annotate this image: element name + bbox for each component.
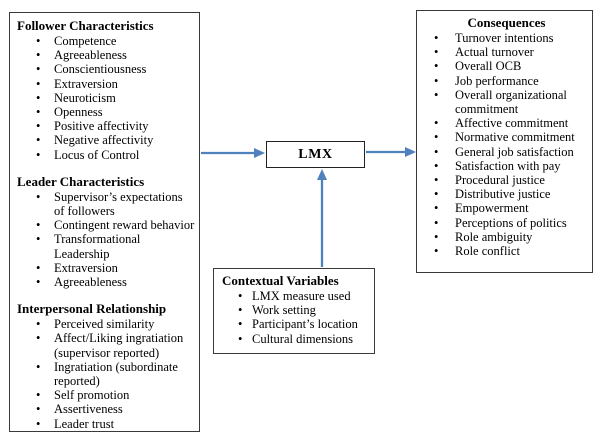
list-item: Cultural dimensions	[222, 332, 371, 346]
interpersonal-relationship-title: Interpersonal Relationship	[17, 301, 167, 317]
consequences-list: Turnover intentionsActual turnoverOveral…	[424, 31, 589, 258]
list-item: Distributive justice	[424, 187, 589, 201]
arrow-antecedents-to-lmx	[201, 148, 265, 158]
list-item: Neuroticism	[17, 91, 196, 105]
list-item: Role conflict	[424, 244, 589, 258]
arrow-lmx-to-consequences	[366, 147, 416, 157]
contextual-variables-box: Contextual Variables LMX measure usedWor…	[213, 268, 375, 354]
list-item: Overall OCB	[424, 59, 589, 73]
list-item: Extraversion	[17, 77, 196, 91]
list-item: Turnover intentions	[424, 31, 589, 45]
list-item: Extraversion	[17, 261, 196, 275]
list-item: General job satisfaction	[424, 145, 589, 159]
list-item: Empowerment	[424, 201, 589, 215]
list-item: Actual turnover	[424, 45, 589, 59]
list-item: Ingratiation (subordinate reported)	[17, 360, 196, 388]
contextual-variables-title: Contextual Variables	[222, 273, 339, 288]
list-item: Supervisor’s expectations of followers	[17, 190, 196, 218]
follower-characteristics-list: CompetenceAgreeablenessConscientiousness…	[17, 34, 196, 162]
contextual-variables-list: LMX measure usedWork settingParticipant’…	[222, 289, 371, 346]
list-item: Locus of Control	[17, 148, 196, 162]
list-item: Participant’s location	[222, 317, 371, 331]
list-item: Self promotion	[17, 388, 196, 402]
lmx-label: LMX	[298, 146, 333, 162]
list-item: Leader trust	[17, 417, 196, 431]
leader-characteristics-title: Leader Characteristics	[17, 173, 145, 189]
list-item: Normative commitment	[424, 130, 589, 144]
list-item: Overall organizational commitment	[424, 88, 589, 116]
list-item: Positive affectivity	[17, 119, 196, 133]
list-item: Negative affectivity	[17, 133, 196, 147]
list-item: LMX measure used	[222, 289, 371, 303]
list-item: Agreeableness	[17, 48, 196, 62]
list-item: Role ambiguity	[424, 230, 589, 244]
list-item: Conscientiousness	[17, 62, 196, 76]
arrow-contextual-to-lmx	[317, 169, 327, 267]
list-item: Perceptions of politics	[424, 216, 589, 230]
leader-characteristics-section: Leader Characteristics Supervisor’s expe…	[17, 173, 196, 290]
list-item: Affective commitment	[424, 116, 589, 130]
list-item: Satisfaction with pay	[424, 159, 589, 173]
list-item: Contingent reward behavior	[17, 218, 196, 232]
interpersonal-relationship-list: Perceived similarityAffect/Liking ingrat…	[17, 317, 196, 431]
list-item: Affect/Liking ingratiation (supervisor r…	[17, 331, 196, 359]
list-item: Assertiveness	[17, 402, 196, 416]
list-item: Work setting	[222, 303, 371, 317]
list-item: Procedural justice	[424, 173, 589, 187]
follower-characteristics-title: Follower Characteristics	[17, 18, 154, 33]
list-item: Perceived similarity	[17, 317, 196, 331]
lmx-box: LMX	[266, 141, 365, 168]
list-item: Transformational Leadership	[17, 232, 196, 260]
list-item: Job performance	[424, 74, 589, 88]
list-item: Agreeableness	[17, 275, 196, 289]
leader-characteristics-list: Supervisor’s expectations of followersCo…	[17, 190, 196, 290]
consequences-title: Consequences	[467, 15, 546, 30]
list-item: Competence	[17, 34, 196, 48]
follower-characteristics-section: Follower Characteristics CompetenceAgree…	[17, 18, 196, 162]
antecedents-box: Follower Characteristics CompetenceAgree…	[9, 12, 200, 432]
list-item: Openness	[17, 105, 196, 119]
interpersonal-relationship-section: Interpersonal Relationship Perceived sim…	[17, 301, 196, 431]
consequences-box: Consequences Turnover intentionsActual t…	[416, 10, 593, 273]
